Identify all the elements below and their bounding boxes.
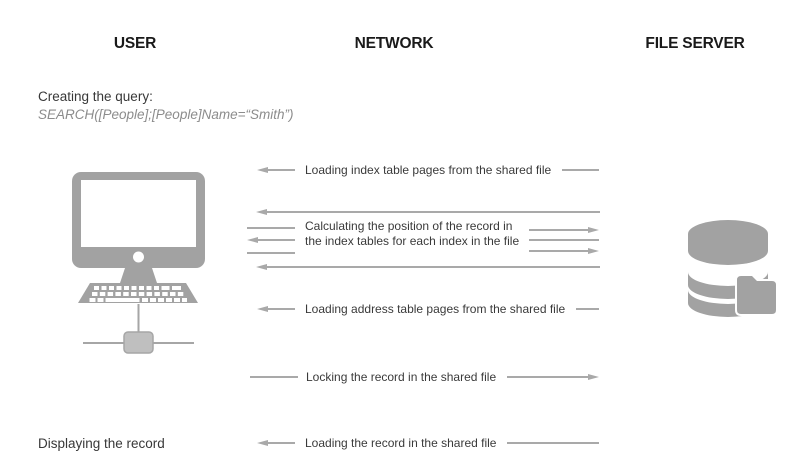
- step-label: Loading address table pages from the sha…: [305, 302, 566, 316]
- exchange-lines-left: [247, 226, 295, 254]
- connector-line: [250, 376, 298, 378]
- arrowhead-left-icon: [257, 167, 268, 173]
- arrow-to-user-full: [256, 208, 600, 216]
- step-label: Locking the record in the shared file: [306, 370, 497, 384]
- keyboard-keys: [89, 286, 187, 302]
- arrowhead-right-icon: [588, 247, 599, 254]
- arrowhead-left-icon: [257, 440, 268, 446]
- desktop-computer-icon: [72, 172, 205, 354]
- column-header-file-server: FILE SERVER: [645, 35, 745, 52]
- column-header-network: NETWORK: [354, 35, 434, 52]
- arrow-to-user: [257, 167, 295, 173]
- step-loading-record: Loading the record in the shared file: [247, 435, 599, 451]
- database-folder-icon: [688, 220, 778, 317]
- arrow-to-user-full: [256, 263, 600, 271]
- step-label: Loading the record in the shared file: [305, 436, 497, 450]
- connector-line: [562, 169, 599, 171]
- arrowhead-left-icon: [256, 264, 267, 270]
- displaying-record-label: Displaying the record: [38, 436, 165, 451]
- creating-query-label: Creating the query:: [38, 89, 153, 104]
- column-header-user: USER: [113, 35, 157, 52]
- arrow-to-user: [257, 306, 295, 312]
- step-loading-address-pages: Loading address table pages from the sha…: [247, 301, 599, 317]
- step-locking-record: Locking the record in the shared file: [247, 369, 599, 385]
- connector-line: [507, 442, 599, 444]
- arrowhead-right-icon: [588, 226, 599, 233]
- arrow-to-server: [507, 374, 599, 380]
- step-label: Loading index table pages from the share…: [305, 163, 552, 177]
- arrow-to-user: [257, 440, 295, 446]
- exchange-lines-right: [529, 226, 599, 254]
- arrowhead-right-icon: [588, 374, 599, 380]
- network-node-icon: [123, 331, 154, 354]
- folder-icon: [735, 274, 778, 316]
- step-label: Calculating the position of the record i…: [305, 219, 520, 248]
- step-calculating-position: Calculating the position of the record i…: [247, 219, 599, 258]
- query-expression: SEARCH([People];[People]Name=“Smith”): [38, 107, 294, 122]
- arrowhead-left-icon: [247, 237, 258, 243]
- connector-line: [576, 308, 599, 310]
- arrowhead-left-icon: [257, 306, 268, 312]
- step-loading-index-pages: Loading index table pages from the share…: [247, 162, 599, 178]
- arrowhead-left-icon: [256, 209, 267, 215]
